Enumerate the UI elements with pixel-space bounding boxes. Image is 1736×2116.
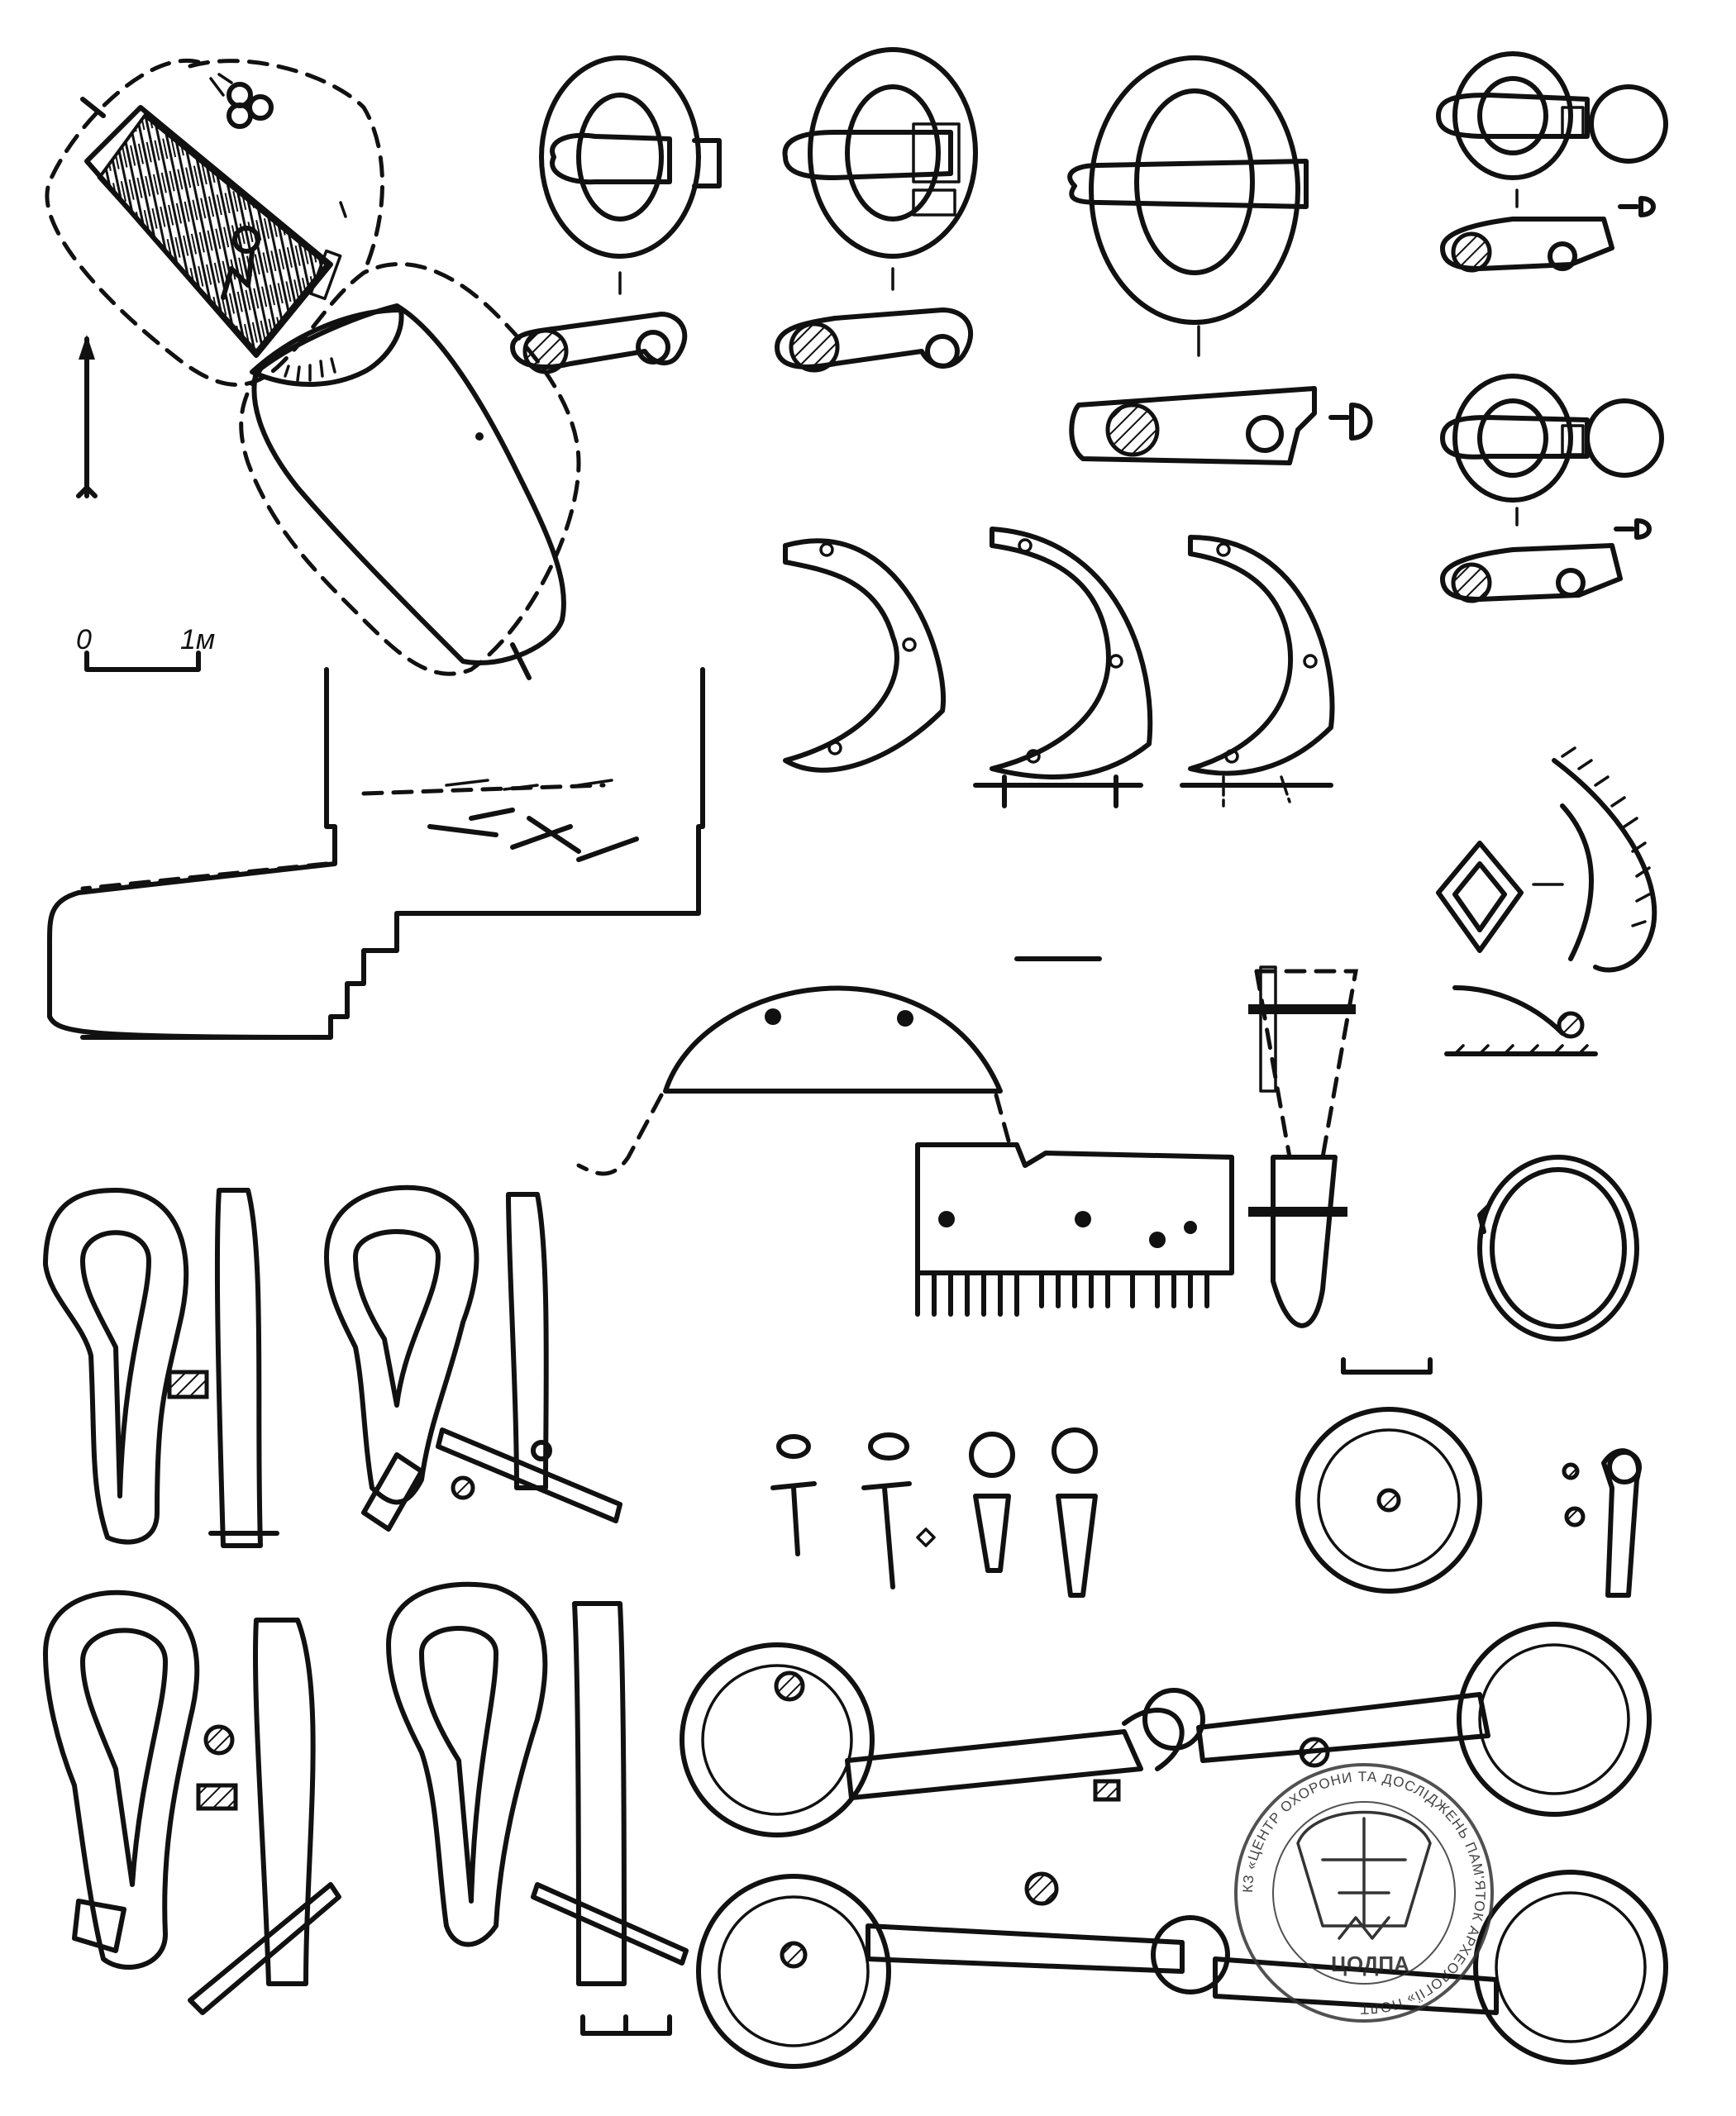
buckle-3 [1067, 55, 1373, 465]
rivets [770, 1427, 1098, 1598]
snaffle-bit-1 [680, 1622, 1652, 1837]
scale-end-label: 1м [180, 624, 215, 655]
crescent-mount-2 [973, 527, 1153, 808]
open-ring [1477, 1155, 1639, 1342]
scale-start-label: 0 [76, 624, 92, 655]
planks [361, 779, 639, 862]
crescent-mount-1 [783, 538, 946, 773]
scale-bar-1m: 0 1м [76, 624, 215, 672]
skull-and-skeleton [221, 226, 260, 300]
small-knob [1562, 1448, 1642, 1598]
curved-needle [1560, 803, 1594, 961]
crescent-mount-3 [1180, 535, 1335, 808]
spindle-whorl [1295, 1407, 1482, 1594]
buckle-2 [775, 47, 978, 373]
north-arrow [76, 335, 98, 498]
strap-toggle-4 [386, 1581, 689, 1986]
burial-plan: 0 1м [45, 58, 581, 680]
burial-section [47, 667, 705, 1040]
knife-case [1248, 965, 1433, 1375]
seal-acronym: ЦОДПА [1331, 1952, 1409, 1976]
bead-profile [1444, 985, 1598, 1056]
strap-toggle-3 [43, 1589, 341, 2015]
scale-bar-small [580, 2014, 672, 2036]
buckle-5 [1440, 374, 1664, 603]
rhomb-plaque [1436, 841, 1564, 953]
buckle-4 [1436, 51, 1668, 273]
small-rings-group [209, 73, 274, 129]
strap-toggle-2 [324, 1184, 622, 1532]
buckle-1 [510, 55, 722, 374]
comb [576, 956, 1234, 1317]
snaffle-bit-2 [696, 1870, 1668, 2069]
bead-necklace [1552, 746, 1657, 973]
horse-pit [250, 303, 566, 665]
strap-toggle-1 [43, 1188, 279, 1548]
